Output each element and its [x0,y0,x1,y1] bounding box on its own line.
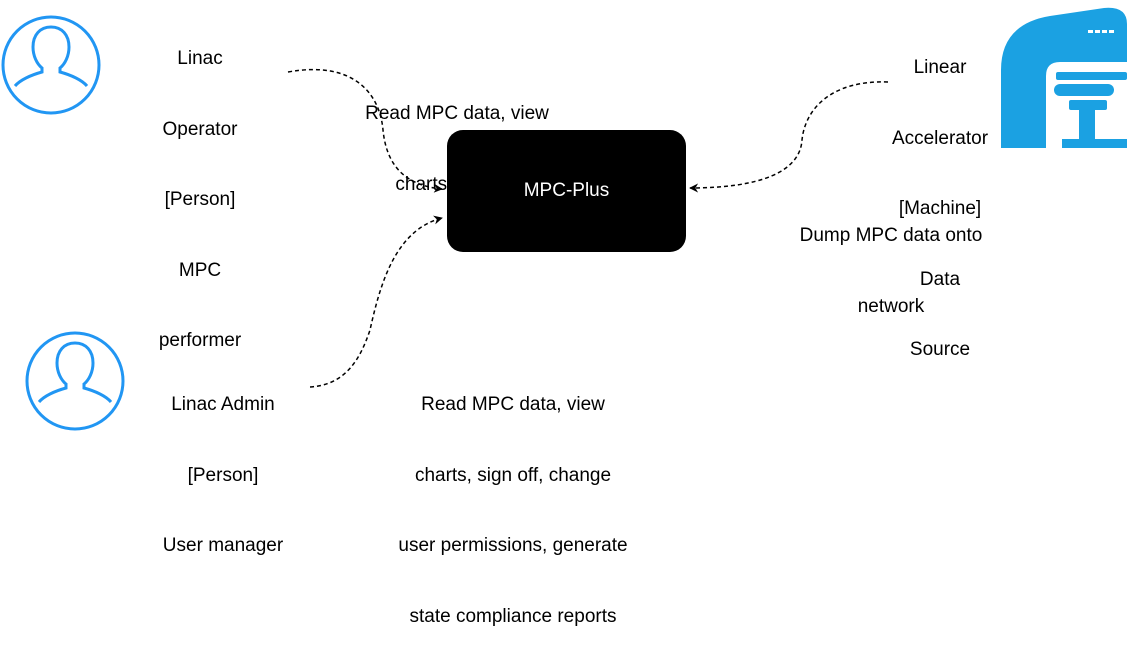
machine-label-line: Data [919,268,961,290]
machine-edge-label-line: network [857,295,925,317]
machine-label-line: Source [909,339,971,360]
admin-connector [309,215,443,388]
operator-connector [287,68,443,193]
admin-label-line: [Person] [187,464,259,486]
operator-edge-label: Read MPC data, view charts, sign off [332,55,582,220]
admin-edge-label-line: Read MPC data, view [421,394,605,415]
linear-accelerator-icon [1001,7,1127,148]
operator-label: Linac Operator [Person] MPC performer [140,0,260,376]
machine-label-line: Linear [913,57,967,78]
mpc-plus-system-box: MPC-Plus [447,130,686,252]
operator-label-line: MPC [178,259,222,281]
machine-edge-label: Dump MPC data onto network [766,177,1016,342]
admin-edge-label-line: charts, sign off, change [414,464,612,486]
context-diagram [1,7,1127,431]
admin-edge-label: Read MPC data, view charts, sign off, ch… [372,346,654,652]
admin-label-line: User manager [162,535,284,556]
operator-edge-label-line: Read MPC data, view [365,103,549,124]
operator-label-line: [Person] [164,189,236,210]
operator-person-icon [1,15,101,115]
machine-label-line: Accelerator [891,127,989,149]
machine-label: Linear Accelerator [Machine] Data Source [877,9,1003,385]
admin-label-line: Linac Admin [171,394,275,415]
admin-edge-label-line: state compliance reports [409,605,617,627]
machine-label-line: [Machine] [898,198,982,219]
admin-label: Linac Admin [Person] User manager [148,346,298,581]
operator-label-line: Linac [177,48,223,69]
admin-edge-label-line: user permissions, generate [398,535,628,556]
admin-person-icon [25,331,125,431]
machine-connector [689,81,889,193]
system-label: MPC-Plus [523,180,610,201]
operator-label-line: performer [158,330,242,351]
operator-label-line: Operator [162,118,238,140]
machine-edge-label-line: Dump MPC data onto [799,225,983,246]
operator-edge-label-line: charts, sign off [395,173,519,195]
